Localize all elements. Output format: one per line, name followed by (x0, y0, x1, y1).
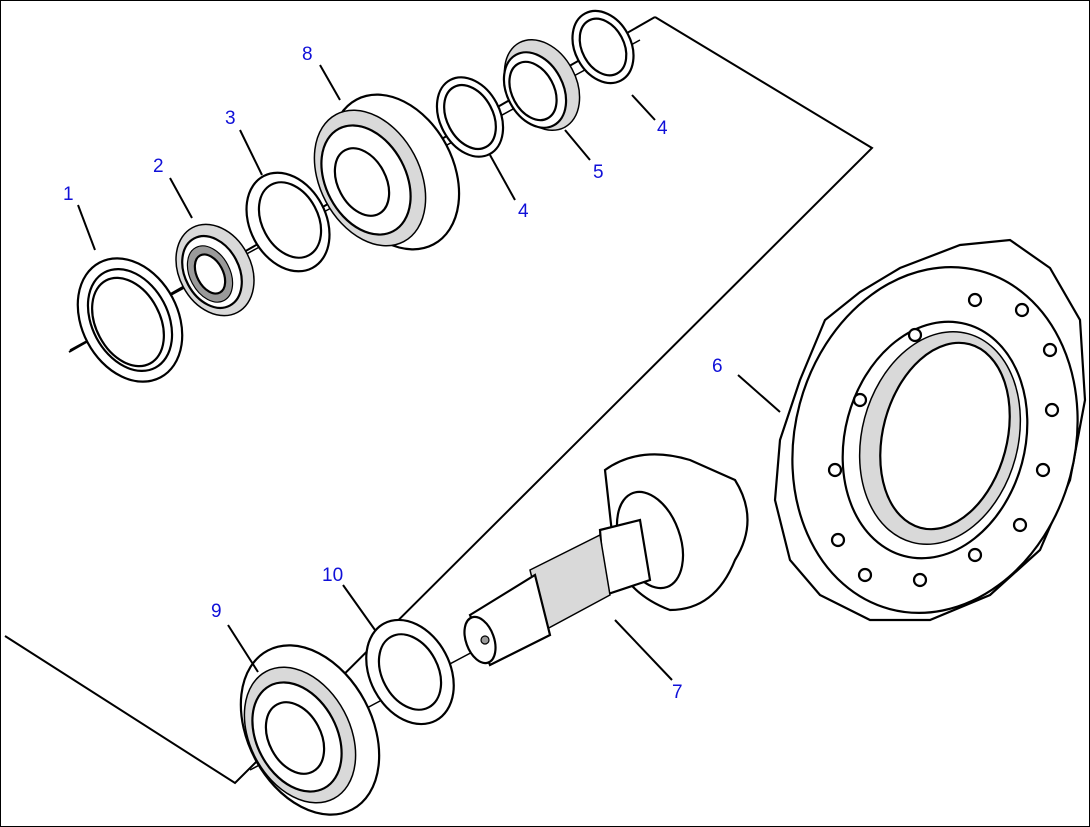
callout-4a: 4 (518, 201, 529, 222)
callout-9: 9 (211, 601, 222, 622)
callout-4b: 4 (657, 118, 668, 139)
callout-7: 7 (672, 682, 683, 703)
leader-lines (77, 64, 781, 681)
part-2-nut (175, 223, 255, 317)
part-3-lock-washer (245, 171, 331, 273)
part-4-shim-a (435, 76, 505, 158)
callout-labels: 1 2 3 8 4 5 4 6 7 9 10 (63, 44, 723, 703)
part-8-bearing (313, 93, 461, 251)
part-6-ring-gear (773, 238, 1087, 622)
callout-6: 6 (712, 356, 723, 377)
part-7-pinion (463, 453, 749, 667)
callout-3: 3 (225, 108, 236, 129)
callout-8: 8 (302, 44, 313, 65)
callout-10: 10 (322, 565, 343, 586)
callout-5: 5 (593, 162, 604, 183)
callout-1: 1 (63, 184, 74, 205)
ring-gear-bolt-holes (827, 292, 1060, 588)
callout-2: 2 (153, 156, 164, 177)
part-4-shim-b (571, 9, 635, 85)
part-10-washer (365, 618, 455, 726)
part-9-bearing (239, 644, 381, 816)
part-1-seal (76, 257, 184, 383)
part-5-cup (502, 38, 581, 132)
